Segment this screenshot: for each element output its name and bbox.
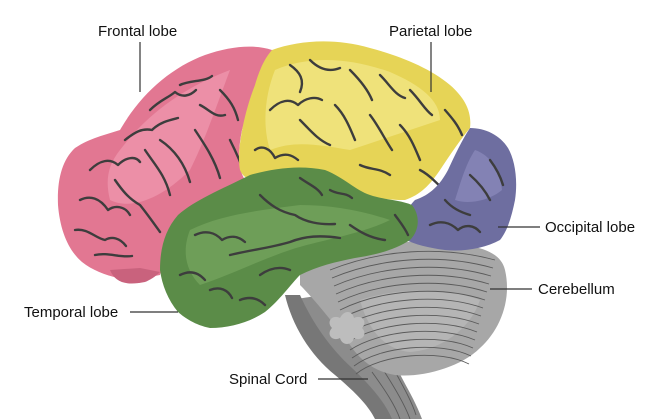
cerebellum-fold bbox=[351, 338, 474, 359]
temporal-lobe-label: Temporal lobe bbox=[24, 304, 118, 321]
cerebellum-fold bbox=[349, 330, 476, 351]
occipital-lobe-region bbox=[401, 128, 517, 251]
cerebellum-fold bbox=[335, 274, 490, 295]
parietal-lobe-region bbox=[239, 41, 471, 200]
cerebellum-highlight bbox=[360, 290, 480, 352]
cerebellum-fold bbox=[337, 282, 488, 303]
cerebellum-flower bbox=[329, 312, 365, 344]
cerebellum-fold bbox=[355, 354, 470, 375]
cerebellum-fold bbox=[339, 290, 486, 311]
leader-lines bbox=[130, 42, 540, 380]
occipital-sulci bbox=[428, 158, 505, 234]
parietal-highlight bbox=[265, 60, 440, 150]
parietal-sulci bbox=[253, 58, 464, 188]
temporal-lobe-region bbox=[160, 167, 418, 328]
cerebellum-fold bbox=[331, 258, 494, 279]
frontal-highlight bbox=[107, 70, 230, 204]
temporal-highlight bbox=[185, 205, 390, 285]
cerebellum-fold bbox=[341, 298, 484, 319]
frontal-lobe-label: Frontal lobe bbox=[98, 23, 177, 40]
labels: Frontal lobe Parietal lobe Occipital lob… bbox=[24, 23, 635, 388]
frontal-lobe-tip bbox=[110, 268, 160, 284]
parietal-lobe-label: Parietal lobe bbox=[389, 23, 472, 40]
frontal-sulci bbox=[73, 74, 247, 258]
temporal-sulci bbox=[178, 176, 410, 307]
spinal-cord-label: Spinal Cord bbox=[229, 371, 307, 388]
occipital-lobe-label: Occipital lobe bbox=[545, 219, 635, 236]
cerebellum-label: Cerebellum bbox=[538, 281, 615, 298]
brainstem-front bbox=[285, 295, 392, 419]
occipital-highlight bbox=[455, 150, 502, 202]
frontal-lobe-region bbox=[57, 46, 273, 284]
cerebellum-fold bbox=[333, 266, 492, 287]
brainstem-spinal-cord bbox=[285, 290, 422, 419]
cerebellum-region bbox=[300, 241, 508, 376]
cerebellum-fold bbox=[353, 346, 472, 367]
cerebellum-fold bbox=[329, 250, 496, 271]
brainstem-shape bbox=[290, 290, 422, 419]
